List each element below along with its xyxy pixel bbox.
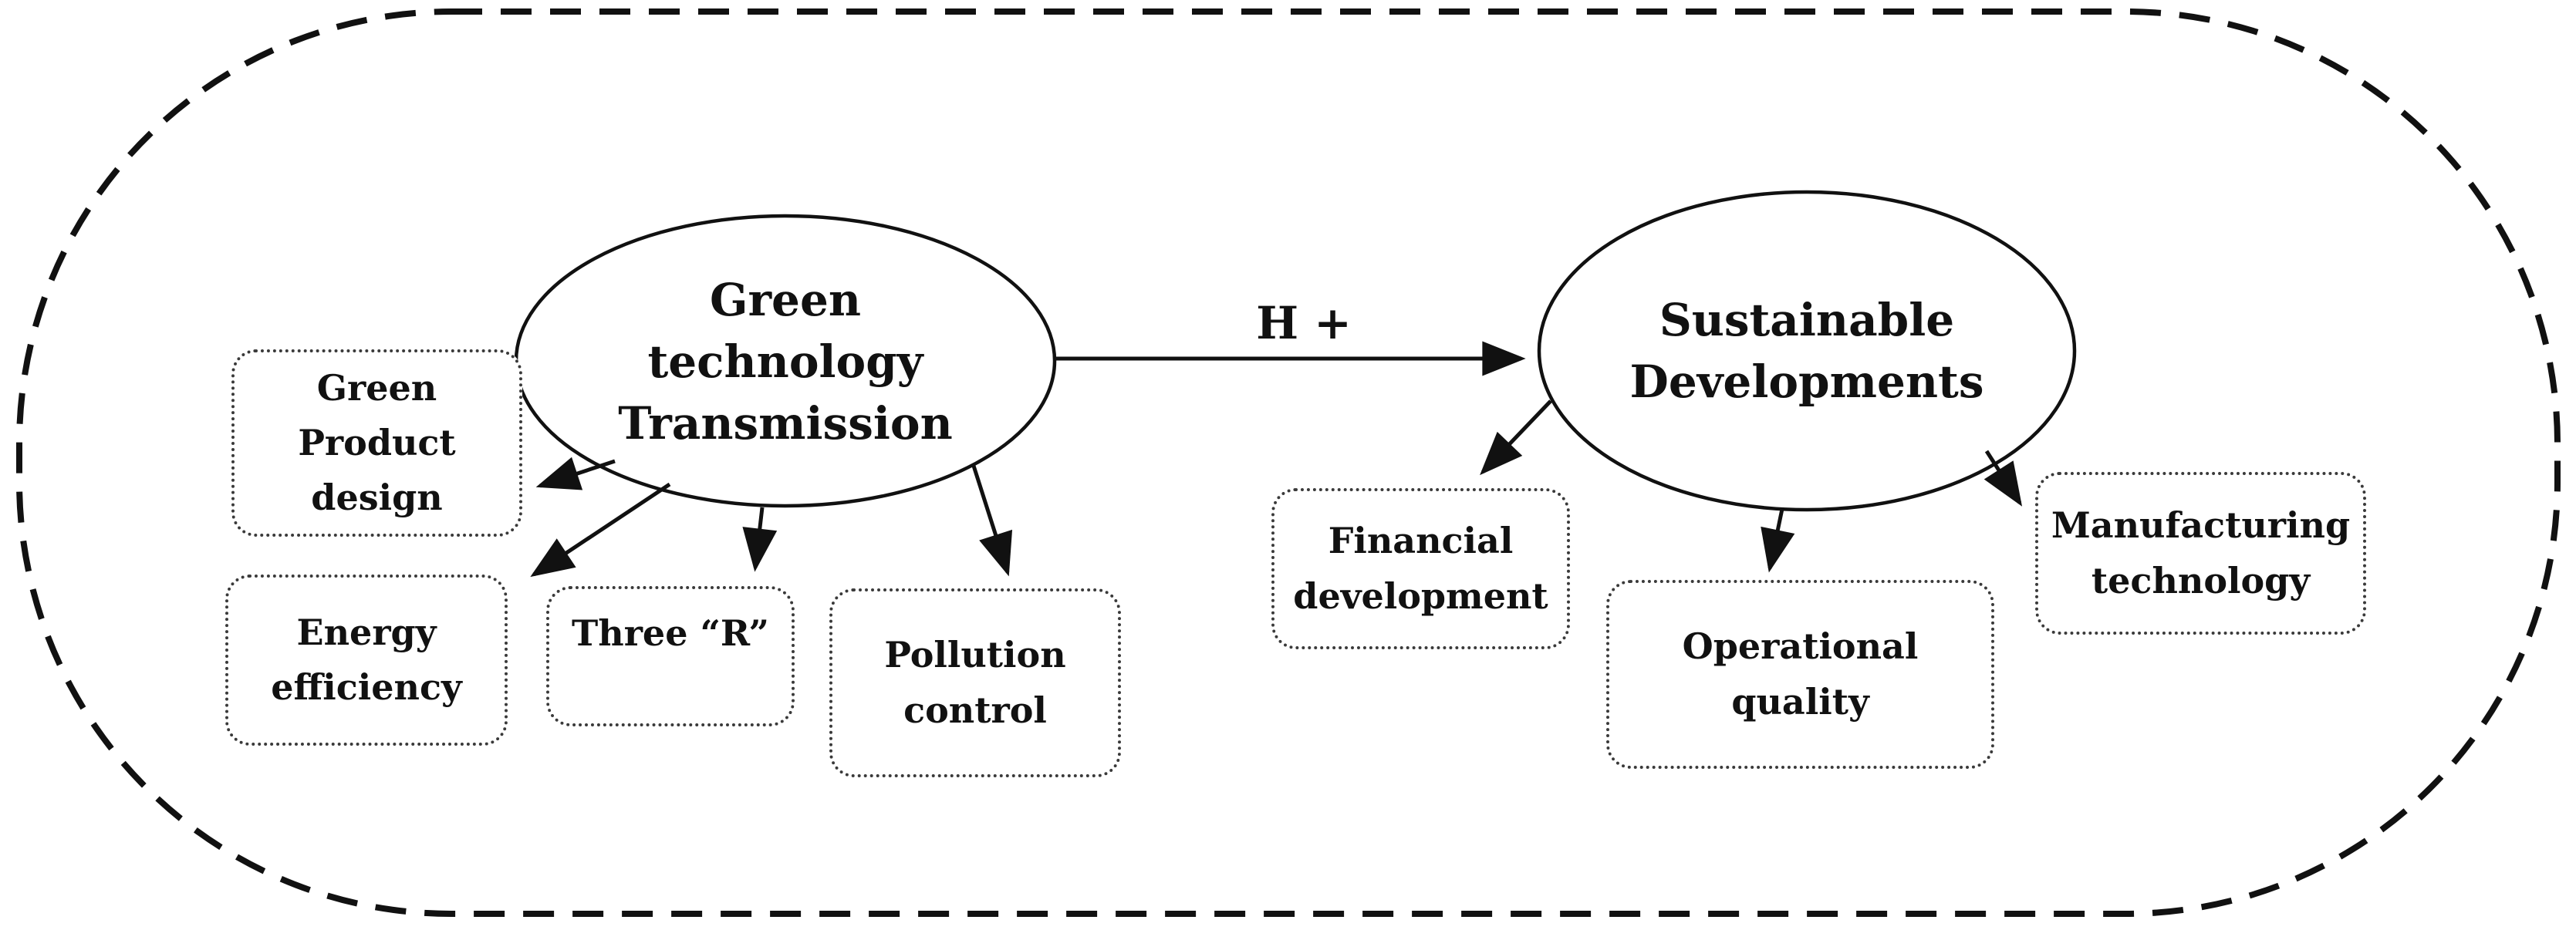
left-ellipse-label: Green technology Transmission bbox=[517, 217, 1054, 506]
arrow-to-manufacturing-technology bbox=[1983, 450, 2023, 507]
right-ellipse-shape bbox=[1537, 190, 2077, 512]
arrow-to-three-r bbox=[742, 507, 778, 572]
factor-line: development bbox=[1293, 575, 1548, 617]
factor-line: control bbox=[903, 689, 1047, 731]
factor-line: Financial bbox=[1328, 520, 1514, 562]
arrow-to-pollution-control bbox=[971, 465, 1013, 577]
arrow-to-financial-development bbox=[1480, 399, 1552, 476]
factor-box-three-r: Three “R” bbox=[546, 586, 795, 726]
factor-box-energy-efficiency: Energy efficiency bbox=[225, 575, 508, 746]
right-ellipse-line-2: Developments bbox=[1629, 355, 1984, 408]
left-ellipse-line-3: Transmission bbox=[618, 397, 953, 450]
factor-line: design bbox=[311, 477, 443, 519]
factor-line: Manufacturing bbox=[2051, 504, 2351, 547]
factor-line: Operational bbox=[1682, 625, 1919, 668]
factor-box-operational-quality: Operational quality bbox=[1606, 580, 1994, 769]
left-ellipse-line-1: Green bbox=[709, 274, 862, 326]
factor-line: Three “R” bbox=[572, 612, 769, 654]
factor-box-pollution-control: Pollution control bbox=[829, 588, 1121, 777]
arrow-to-green-product-design bbox=[535, 457, 616, 490]
arrow-to-energy-efficiency bbox=[530, 482, 671, 578]
outer-dashed-border bbox=[16, 8, 2561, 917]
factor-line: Pollution bbox=[884, 634, 1066, 676]
factor-line: efficiency bbox=[271, 666, 462, 708]
hypothesis-label: H + bbox=[1256, 297, 1352, 349]
factor-line: Product bbox=[298, 421, 456, 463]
factor-line: quality bbox=[1731, 680, 1869, 723]
factor-box-green-product-design: Green Product design bbox=[231, 349, 522, 537]
factor-line: Green bbox=[316, 366, 437, 409]
factor-line: Energy bbox=[296, 611, 437, 653]
right-ellipse-line-1: Sustainable bbox=[1659, 294, 1955, 346]
factor-box-financial-development: Financial development bbox=[1271, 488, 1570, 649]
factor-line: technology bbox=[2091, 559, 2311, 601]
right-ellipse-label: Sustainable Developments bbox=[1539, 197, 2075, 505]
arrow-to-operational-quality bbox=[1761, 508, 1795, 573]
left-ellipse-line-2: technology bbox=[647, 335, 923, 388]
factor-box-manufacturing-technology: Manufacturing technology bbox=[2035, 472, 2366, 635]
